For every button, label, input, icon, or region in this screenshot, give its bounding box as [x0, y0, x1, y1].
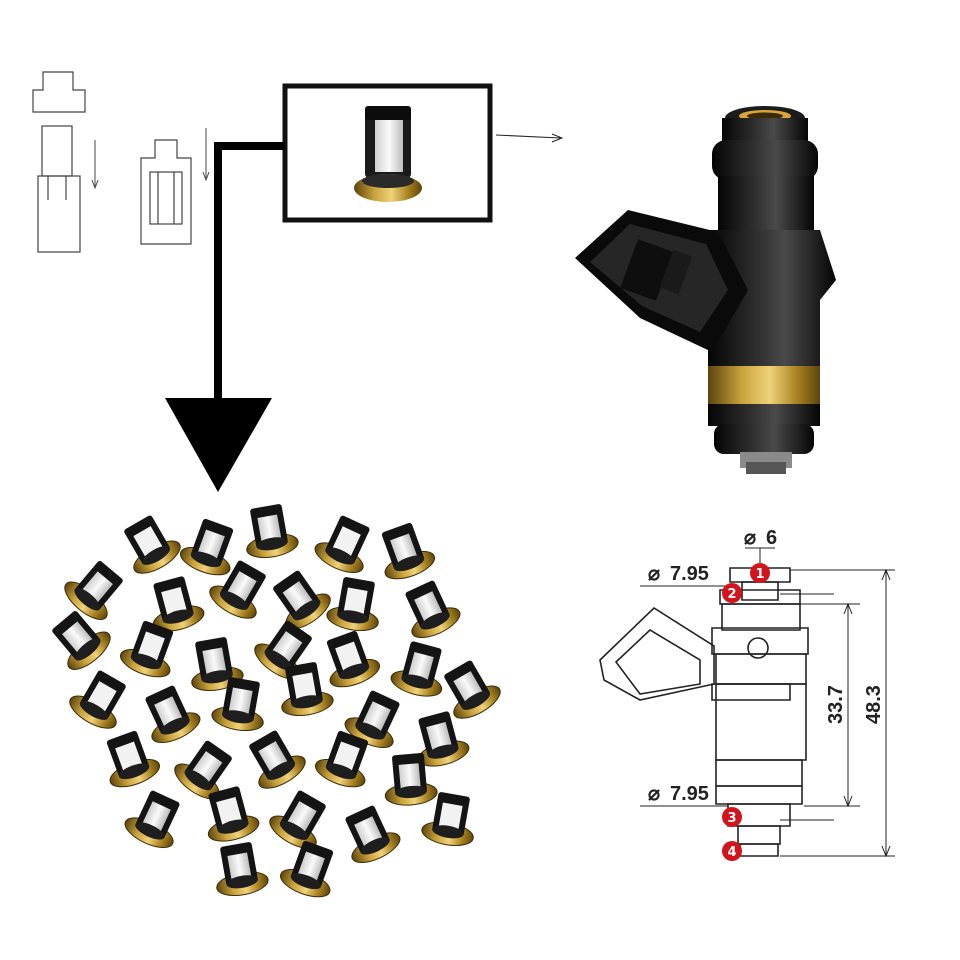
filter-item	[390, 641, 443, 697]
injector-technical-drawing	[599, 547, 895, 858]
svg-text:3: 3	[727, 811, 736, 826]
filter-piece	[41, 125, 73, 177]
filter-item	[246, 504, 299, 559]
filter-item	[381, 522, 436, 580]
svg-text:7.95: 7.95	[670, 563, 709, 585]
filter-item	[444, 660, 501, 719]
filter-item	[281, 662, 334, 717]
install-step-1	[32, 71, 86, 253]
svg-text:2: 2	[727, 587, 736, 602]
svg-text:1: 1	[755, 567, 764, 582]
install-step-2	[140, 139, 192, 245]
filter-item	[207, 786, 260, 842]
overall-length-label: 48.3	[863, 685, 885, 724]
svg-text:7.95: 7.95	[670, 783, 709, 805]
filter-item	[124, 790, 180, 849]
filter-pile	[52, 504, 501, 898]
filter-item	[249, 730, 306, 789]
filter-item	[64, 561, 123, 620]
filter-item	[106, 730, 161, 788]
filter-item	[145, 685, 201, 744]
filter-item	[344, 690, 400, 749]
diameter-symbol: ⌀	[648, 563, 660, 585]
filter-item	[209, 560, 266, 619]
injector-bore	[37, 175, 81, 253]
body-length-label: 33.7	[825, 685, 847, 724]
filter-item	[314, 515, 370, 574]
down-arrow-icon	[91, 140, 99, 190]
svg-text:4: 4	[727, 845, 736, 860]
filter-item	[326, 630, 381, 688]
upper-oring-diameter-label: ⌀ 7.95	[648, 563, 709, 585]
dimension-labels: ⌀ 6 ⌀ 7.95 ⌀ 7.95 33.7 48.3	[648, 527, 885, 805]
callout-box	[282, 83, 493, 223]
press-tool	[32, 71, 86, 113]
right-arrow-icon	[495, 133, 564, 143]
filter-item	[211, 677, 264, 732]
filter-callout-image	[354, 106, 422, 202]
filter-item	[279, 840, 334, 898]
filter-item	[421, 792, 474, 847]
filter-item	[345, 805, 401, 864]
filter-item	[384, 752, 438, 806]
marker-3: 3	[722, 807, 742, 827]
filter-item	[52, 611, 111, 670]
filter-item	[174, 740, 232, 800]
filter-item	[269, 790, 326, 849]
diameter-symbol: ⌀	[744, 527, 756, 549]
filter-item	[216, 842, 269, 897]
filter-item	[273, 570, 331, 630]
filter-item	[119, 620, 174, 678]
down-arrow-icon	[202, 128, 210, 182]
filter-item	[152, 576, 205, 632]
assembled-filter	[140, 139, 192, 245]
filter-item	[417, 711, 470, 767]
filter-item	[326, 577, 379, 632]
top-diameter-label: ⌀ 6	[744, 527, 777, 549]
fuel-injector-render	[575, 106, 836, 474]
diameter-symbol: ⌀	[648, 783, 660, 805]
marker-1: 1	[750, 563, 770, 583]
filter-item	[314, 730, 369, 788]
lower-oring-diameter-label: ⌀ 7.95	[648, 783, 709, 805]
thick-down-arrow-icon	[165, 142, 285, 492]
svg-text:6: 6	[766, 527, 777, 549]
marker-4: 4	[722, 841, 742, 861]
filter-item	[179, 518, 234, 576]
top-filter-outline	[729, 567, 791, 583]
marker-2: 2	[722, 583, 742, 603]
filter-item	[69, 670, 126, 729]
filter-item	[124, 515, 181, 574]
filter-item	[405, 580, 461, 639]
